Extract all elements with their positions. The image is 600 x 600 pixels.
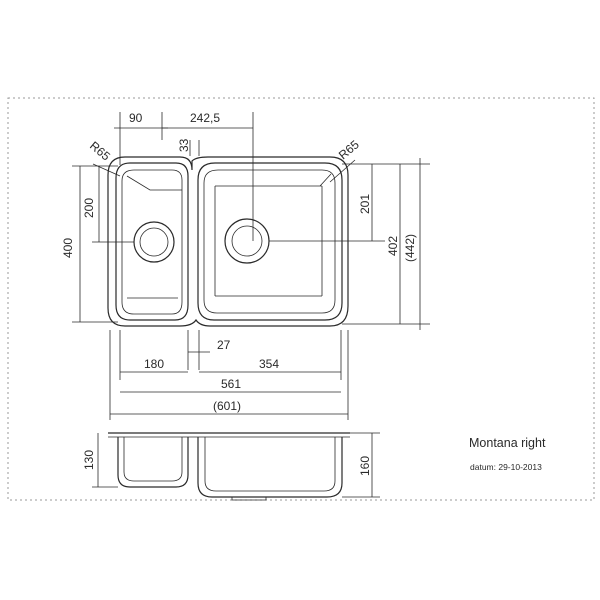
right-bowl-inner [203, 169, 336, 314]
drawing-title: Montana right [469, 436, 546, 450]
label-601: (601) [213, 399, 241, 413]
label-242-5: 242,5 [190, 111, 220, 125]
label-201: 201 [358, 194, 372, 214]
label-r65-left: R65 [87, 139, 113, 164]
label-400: 400 [61, 238, 75, 258]
side-right-bowl [197, 437, 343, 498]
sink-outer-rim [107, 156, 349, 327]
label-561: 561 [221, 377, 241, 391]
left-bowl-corner [126, 175, 182, 191]
side-drain [231, 497, 267, 501]
label-130: 130 [82, 450, 96, 470]
label-200: 200 [82, 198, 96, 218]
left-drain-inner [139, 227, 169, 257]
label-90: 90 [129, 111, 143, 125]
label-33: 33 [177, 138, 191, 152]
label-160: 160 [358, 456, 372, 476]
label-354: 354 [259, 357, 279, 371]
side-right-bowl-inner [204, 437, 336, 492]
label-180: 180 [144, 357, 164, 371]
label-27: 27 [217, 338, 231, 352]
left-bowl-outer [115, 162, 189, 321]
label-442: (442) [403, 234, 417, 262]
side-left-bowl [117, 437, 189, 488]
frame-border [7, 97, 595, 501]
right-bowl-floor [214, 173, 332, 297]
side-left-bowl-inner [123, 437, 183, 482]
right-bowl-outer [197, 162, 343, 321]
right-drain-inner [231, 225, 263, 257]
drawing-date: datum: 29-10-2013 [470, 462, 542, 472]
label-402: 402 [386, 236, 400, 256]
left-bowl-inner [121, 169, 183, 315]
